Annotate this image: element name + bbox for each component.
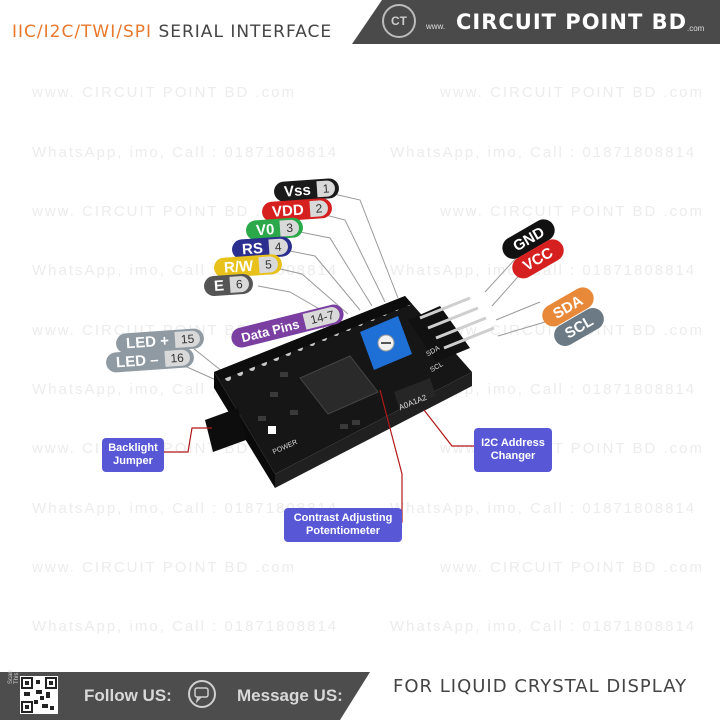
watermark-site: www. CIRCUIT POINT BD .com (32, 203, 296, 220)
pcb-edge (214, 372, 275, 488)
i2c-header (408, 306, 470, 362)
title-rest: SERIAL INTERFACE (158, 22, 333, 42)
scan-label: Scan This (8, 670, 20, 684)
pin-label: Vss (283, 181, 312, 201)
title-accent: IIC/I2C/TWI/SPI (12, 22, 153, 42)
footer-slogan-panel (340, 672, 720, 720)
pin-number: 1 (316, 180, 336, 198)
watermark-site: www. CIRCUIT POINT BD .com (32, 559, 296, 576)
brand-com: .com (687, 24, 705, 33)
qr-code-icon[interactable] (20, 676, 58, 714)
pin-number: 15 (174, 330, 201, 348)
pin-number: 3 (279, 219, 300, 237)
watermark-site: www. CIRCUIT POINT BD .com (440, 84, 704, 101)
qr-code-graphic (21, 677, 57, 713)
pin-label: LED – (115, 350, 160, 371)
brand-www: www. (426, 22, 446, 31)
watermark-contact: WhatsApp, imo, Call : 01871808814 (390, 144, 697, 161)
watermark-contact: WhatsApp, imo, Call : 01871808814 (32, 144, 339, 161)
header-left-panel (0, 0, 380, 44)
watermark-site: www. CIRCUIT POINT BD .com (440, 203, 704, 220)
ic-chip (299, 355, 379, 415)
watermark-contact: WhatsApp, imo, Call : 01871808814 (32, 500, 339, 517)
brand-name: CIRCUIT POINT BD (456, 10, 688, 34)
chat-bubble-graphic (194, 687, 209, 704)
pin-number: 6 (229, 275, 250, 293)
callout-backlight-jumper: Backlight Jumper (102, 438, 164, 472)
follow-us-label: Follow US: (84, 686, 172, 705)
pin-label: V0 (255, 220, 275, 239)
footer-social-panel (0, 672, 370, 720)
circuit-logo-icon: CT (382, 4, 416, 38)
pin-number: 4 (268, 238, 289, 256)
watermark-contact: WhatsApp, imo, Call : 01871808814 (390, 262, 697, 279)
smd-components (258, 372, 360, 429)
address-pads (394, 378, 436, 410)
watermark-contact: WhatsApp, imo, Call : 01871808814 (390, 618, 697, 635)
backlight-jumper (205, 408, 246, 452)
watermark-site: www. CIRCUIT POINT BD .com (32, 84, 296, 101)
pin-number: 5 (258, 255, 279, 274)
i2c-pins (419, 296, 495, 350)
pin-number: 16 (163, 349, 191, 367)
footer-slogan: FOR LIQUID CRYSTAL DISPLAY (393, 676, 688, 697)
callout-i2c-address: I2C Address Changer (474, 428, 552, 472)
page-title: IIC/I2C/TWI/SPI SERIAL INTERFACE (12, 22, 332, 42)
callout-contrast-potentiometer: Contrast Adjusting Potentiometer (284, 508, 402, 542)
watermark-site: www. CIRCUIT POINT BD .com (440, 559, 704, 576)
power-led (268, 426, 276, 434)
watermark-contact: WhatsApp, imo, Call : 01871808814 (32, 618, 339, 635)
message-us-label: Message US: (237, 686, 343, 705)
header-strip (214, 296, 412, 380)
pin-number: 2 (309, 199, 329, 218)
chat-bubble-icon[interactable] (188, 680, 216, 708)
pin-label: E (213, 276, 225, 295)
watermark-contact: WhatsApp, imo, Call : 01871808814 (390, 500, 697, 517)
